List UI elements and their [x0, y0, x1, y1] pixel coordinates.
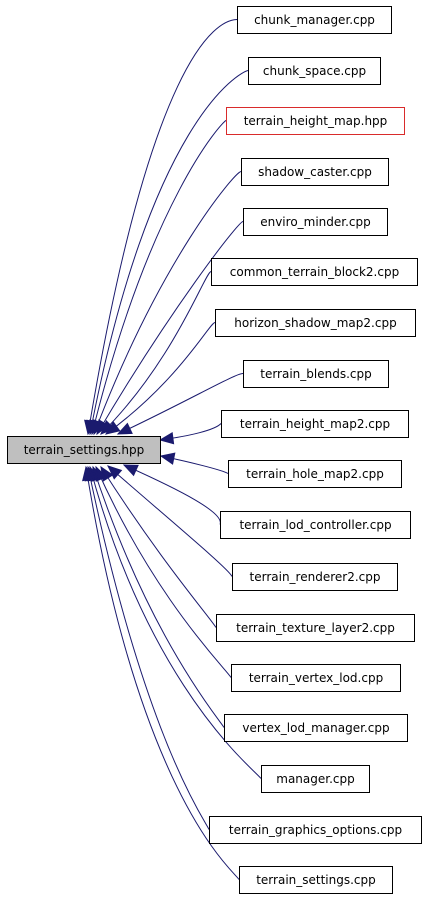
- edge-16: [89, 466, 262, 779]
- node-3-label: terrain_height_map.hpp: [244, 114, 388, 128]
- node-1-label: chunk_manager.cpp: [254, 13, 375, 27]
- arrowhead-9: [158, 431, 175, 445]
- node-7[interactable]: horizon_shadow_map2.cpp: [215, 309, 416, 337]
- edge-7: [105, 322, 216, 435]
- node-8-label: terrain_blends.cpp: [260, 367, 372, 381]
- node-6-label: common_terrain_block2.cpp: [230, 265, 399, 279]
- node-10-label: terrain_hole_map2.cpp: [246, 467, 384, 481]
- node-6-box: [211, 258, 418, 286]
- edge-6: [100, 271, 212, 435]
- graph-nodes: chunk_manager.cpp chunk_space.cpp terrain_…: [7, 6, 422, 894]
- node-13-label: terrain_texture_layer2.cpp: [236, 621, 395, 635]
- edge-5: [96, 221, 244, 435]
- arrowhead-11: [122, 464, 139, 477]
- node-17[interactable]: terrain_graphics_options.cpp: [209, 816, 422, 844]
- node-2-label: chunk_space.cpp: [263, 64, 366, 78]
- node-10[interactable]: terrain_hole_map2.cpp: [228, 460, 402, 488]
- node-9[interactable]: terrain_height_map2.cpp: [221, 410, 409, 438]
- edge-14: [95, 466, 232, 678]
- node-15-box: [224, 714, 408, 742]
- node-11[interactable]: terrain_lod_controller.cpp: [220, 511, 411, 539]
- node-1[interactable]: chunk_manager.cpp: [237, 6, 392, 34]
- node-2[interactable]: chunk_space.cpp: [248, 57, 381, 85]
- node-4-box: [241, 158, 389, 186]
- node-11-box: [220, 511, 411, 539]
- node-16[interactable]: manager.cpp: [261, 765, 370, 793]
- edge-13: [100, 466, 217, 628]
- edge-1: [87, 19, 238, 435]
- node-1-box: [237, 6, 392, 34]
- node-14[interactable]: terrain_vertex_lod.cpp: [231, 664, 401, 692]
- node-8[interactable]: terrain_blends.cpp: [243, 360, 389, 388]
- node-7-label: horizon_shadow_map2.cpp: [234, 316, 396, 330]
- edge-11: [123, 464, 221, 525]
- node-18-box: [239, 866, 393, 894]
- node-12-label: terrain_renderer2.cpp: [250, 570, 381, 584]
- arrowhead-8: [116, 422, 133, 435]
- node-18-label: terrain_settings.cpp: [256, 873, 376, 887]
- node-17-label: terrain_graphics_options.cpp: [229, 823, 402, 837]
- arrowhead-10: [159, 452, 176, 465]
- node-15[interactable]: vertex_lod_manager.cpp: [224, 714, 408, 742]
- root-node-box: [7, 436, 161, 464]
- node-5[interactable]: enviro_minder.cpp: [243, 208, 388, 236]
- root-node[interactable]: terrain_settings.hpp: [7, 436, 161, 464]
- node-3-box: [226, 107, 405, 135]
- node-13[interactable]: terrain_texture_layer2.cpp: [216, 614, 415, 642]
- node-14-label: terrain_vertex_lod.cpp: [249, 671, 383, 685]
- node-5-label: enviro_minder.cpp: [260, 215, 371, 229]
- node-5-box: [243, 208, 388, 236]
- edge-12: [107, 465, 233, 577]
- node-12-box: [232, 563, 398, 591]
- node-18[interactable]: terrain_settings.cpp: [239, 866, 393, 894]
- node-8-box: [243, 360, 389, 388]
- node-6[interactable]: common_terrain_block2.cpp: [211, 258, 418, 286]
- node-14-box: [231, 664, 401, 692]
- node-15-label: vertex_lod_manager.cpp: [242, 721, 389, 735]
- node-4-label: shadow_caster.cpp: [258, 165, 372, 179]
- edge-2: [89, 70, 249, 435]
- node-10-box: [228, 460, 402, 488]
- node-16-label: manager.cpp: [276, 772, 354, 786]
- edge-18: [85, 466, 240, 880]
- node-13-box: [216, 614, 415, 642]
- graph-edges: [82, 19, 262, 880]
- node-9-box: [221, 410, 409, 438]
- edge-8: [117, 372, 244, 435]
- node-12[interactable]: terrain_renderer2.cpp: [232, 563, 398, 591]
- root-node-label: terrain_settings.hpp: [24, 443, 145, 457]
- node-9-label: terrain_height_map2.cpp: [240, 417, 390, 431]
- node-4[interactable]: shadow_caster.cpp: [241, 158, 389, 186]
- edge-17: [87, 466, 210, 830]
- node-7-box: [215, 309, 416, 337]
- node-3[interactable]: terrain_height_map.hpp: [226, 107, 405, 135]
- edge-3: [91, 120, 227, 435]
- edge-4: [93, 171, 242, 435]
- node-16-box: [261, 765, 370, 793]
- arrowhead-7: [104, 420, 121, 435]
- edge-15: [92, 466, 225, 728]
- node-11-label: terrain_lod_controller.cpp: [239, 518, 391, 532]
- arrowhead-18: [82, 465, 95, 482]
- node-17-box: [209, 816, 422, 844]
- arrowhead-12: [107, 465, 123, 480]
- node-2-box: [248, 57, 381, 85]
